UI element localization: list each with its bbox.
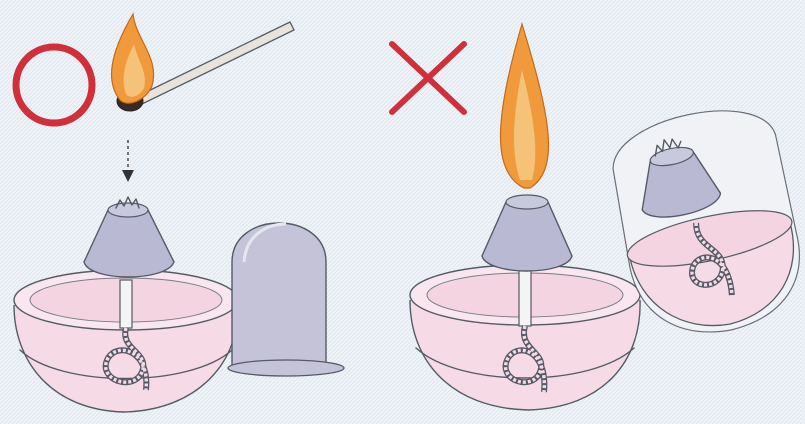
- diagram-canvas: [0, 0, 805, 424]
- alcohol-lamp-diagram: [0, 0, 805, 424]
